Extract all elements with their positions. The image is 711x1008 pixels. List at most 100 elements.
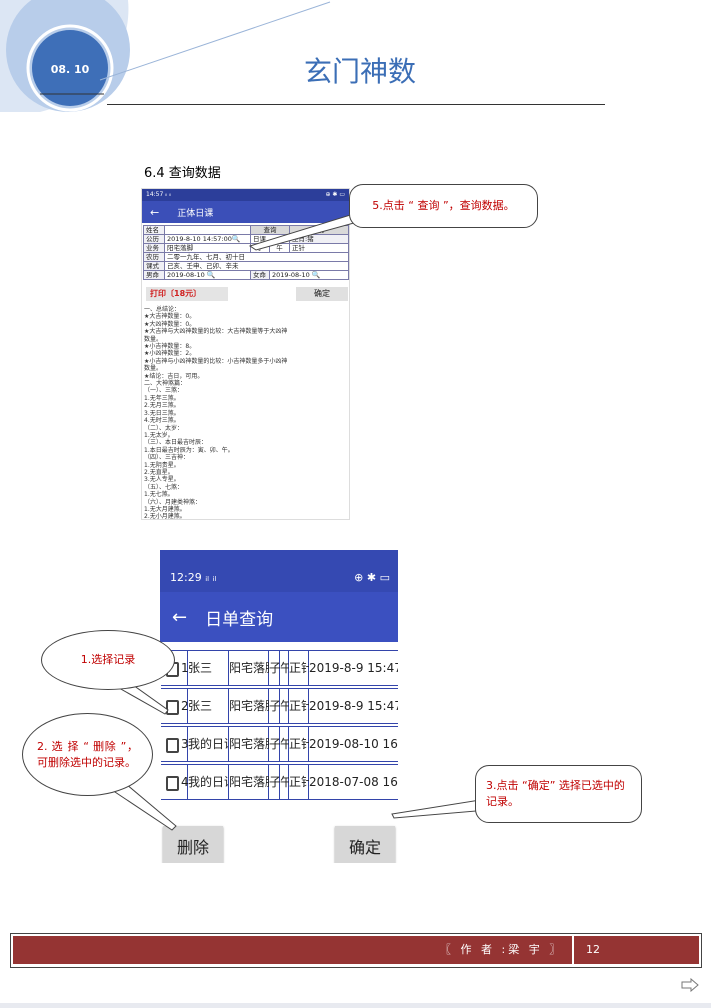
column-divider xyxy=(228,727,229,761)
column-divider xyxy=(279,727,280,761)
female-input[interactable]: 2019-08-10 🔍 xyxy=(269,270,349,280)
result-line: 1.无太岁。 xyxy=(144,431,174,439)
footer-frame xyxy=(10,933,702,968)
male-value: 2019-08-10 xyxy=(167,271,205,279)
row-zhen: 正针 xyxy=(289,661,309,675)
result-line: 4.无时三煞。 xyxy=(144,417,180,425)
row-number: 4 xyxy=(181,775,189,789)
screenshot-rike-form: 14:57 ᵢₗ ᵢₗ ⊕ ✱ ▭ ← 正体日课 姓名 查询 保存 公历 201… xyxy=(141,188,350,520)
search-icon[interactable]: 🔍 xyxy=(311,271,321,279)
column-divider xyxy=(308,689,309,723)
result-line: ★大吉神数量：0。 xyxy=(144,313,196,321)
section-heading: 6.4 查询数据 xyxy=(144,166,221,181)
result-line: 1.无七煞。 xyxy=(144,491,174,499)
result-line: （四）、三吉神： xyxy=(144,454,190,462)
column-divider xyxy=(228,651,229,685)
result-line: 数量。 xyxy=(144,335,163,343)
table-row[interactable]: 4我的日课阳宅落脚子午正针2018-07-08 16:08:00 xyxy=(161,764,398,800)
row-business: 阳宅落脚 xyxy=(229,775,269,789)
table-row[interactable]: 3我的日课阳宅落脚子午正针2019-08-10 16:05:00 xyxy=(161,726,398,762)
row-checkbox[interactable] xyxy=(166,700,179,715)
footer-author: 〖 作 者 :梁 宇 〗 xyxy=(440,943,564,956)
row-zi: 子 xyxy=(269,661,280,675)
delete-button[interactable]: 删除 xyxy=(163,826,223,863)
row-business: 阳宅落脚 xyxy=(229,737,269,751)
column-divider xyxy=(288,727,289,761)
result-line: 1.无大月建煞。 xyxy=(144,505,186,513)
app-bar: ← 日单查询 xyxy=(160,592,398,642)
search-icon[interactable]: 🔍 xyxy=(206,271,216,279)
result-line: （五）、七煞： xyxy=(144,483,184,491)
gongli-value: 2019-8-10 14:57:00 xyxy=(167,235,232,243)
row-date: 2019-08-10 16:05:00 xyxy=(309,737,398,751)
table-row[interactable]: 1张三阳宅落脚子午正针2019-8-9 15:47:00 xyxy=(161,650,398,686)
column-divider xyxy=(279,689,280,723)
result-line: 3.无人专星。 xyxy=(144,476,180,484)
column-divider xyxy=(187,765,188,799)
row-wu: 午 xyxy=(280,661,289,675)
row-checkbox[interactable] xyxy=(166,776,179,791)
status-bar: 12:29 ᵢₗ ᵢₗ ⊕ ✱ ▭ xyxy=(160,550,398,592)
male-label: 男命 xyxy=(143,270,165,280)
row-date: 2019-8-9 15:47:00 xyxy=(309,699,398,713)
title-rule xyxy=(107,104,605,105)
result-line: （三）、本日最吉时辰： xyxy=(144,439,208,447)
footer-bar xyxy=(13,936,699,964)
column-divider xyxy=(279,651,280,685)
table-row[interactable]: 2张三阳宅落脚子午正针2019-8-9 15:47:00 xyxy=(161,688,398,724)
back-arrow-icon[interactable]: ← xyxy=(172,606,188,628)
row-checkbox[interactable] xyxy=(166,738,179,753)
row-zhen: 正针 xyxy=(289,775,309,789)
result-line: 二、大神煞篇： xyxy=(144,380,187,388)
result-line: 2.无月三煞。 xyxy=(144,402,180,410)
result-line: 2.无小月建煞。 xyxy=(144,513,186,520)
column-divider xyxy=(228,689,229,723)
female-value: 2019-08-10 xyxy=(272,271,310,279)
row-name: 我的日课 xyxy=(188,737,228,751)
header-date: 08. 10 xyxy=(50,63,90,76)
row-zi: 子 xyxy=(269,775,280,789)
result-line: 1.无年三煞。 xyxy=(144,394,180,402)
result-line: 2.无直星。 xyxy=(144,468,174,476)
next-page-arrow-icon[interactable] xyxy=(681,978,699,992)
back-arrow-icon[interactable]: ← xyxy=(150,205,160,219)
row-business: 阳宅落脚 xyxy=(229,661,269,675)
result-line: 1.无阴贵星。 xyxy=(144,461,180,469)
male-input[interactable]: 2019-08-10 🔍 xyxy=(164,270,251,280)
result-line: 数量。 xyxy=(144,365,163,373)
header-decoration xyxy=(0,0,331,112)
status-time: 12:29 xyxy=(170,570,202,584)
status-icons: ⊕ ✱ ▭ xyxy=(325,191,345,198)
row-name: 张三 xyxy=(188,699,213,713)
result-line: 1.本日最吉时辰为：寅、卯、午。 xyxy=(144,446,234,454)
screenshot-record-query: 12:29 ᵢₗ ᵢₗ ⊕ ✱ ▭ ← 日单查询 1张三阳宅落脚子午正针2019… xyxy=(160,550,398,863)
row-wu: 午 xyxy=(280,775,289,789)
signal-icon: ᵢₗ ᵢₗ xyxy=(165,191,172,198)
column-divider xyxy=(308,765,309,799)
row-date: 2018-07-08 16:08:00 xyxy=(309,775,398,789)
result-line: 一、总结论： xyxy=(144,306,181,313)
app-bar: ← 正体日课 xyxy=(142,201,349,223)
search-icon[interactable]: 🔍 xyxy=(231,235,241,243)
row-number: 2 xyxy=(181,699,189,713)
signal-icon: ᵢₗ ᵢₗ xyxy=(205,570,217,584)
confirm-button[interactable]: 确定 xyxy=(335,826,395,863)
print-button[interactable]: 打印〔18元〕 xyxy=(146,287,228,301)
female-label: 女命 xyxy=(250,270,270,280)
callout-query: 5.点击 “ 查询 ”，查询数据。 xyxy=(349,184,538,228)
status-icons: ⊕ ✱ ▭ xyxy=(354,570,390,584)
result-line: ★结论：吉日，可用。 xyxy=(144,372,204,380)
status-time: 14:57 xyxy=(146,191,164,198)
confirm-button[interactable]: 确定 xyxy=(296,287,348,301)
result-line: ★大吉神与大凶神数量的比较：大吉神数量等于大凶神 xyxy=(144,328,288,336)
row-business: 阳宅落脚 xyxy=(229,699,269,713)
button-row: 删除 确定 xyxy=(160,816,398,863)
result-line: （一）、三煞： xyxy=(144,387,184,395)
page-number: 12 xyxy=(586,943,600,956)
row-zhen: 正针 xyxy=(289,699,309,713)
column-divider xyxy=(187,689,188,723)
app-bar-title: 日单查询 xyxy=(205,609,274,630)
column-divider xyxy=(228,765,229,799)
column-divider xyxy=(288,651,289,685)
row-zi: 子 xyxy=(269,737,280,751)
